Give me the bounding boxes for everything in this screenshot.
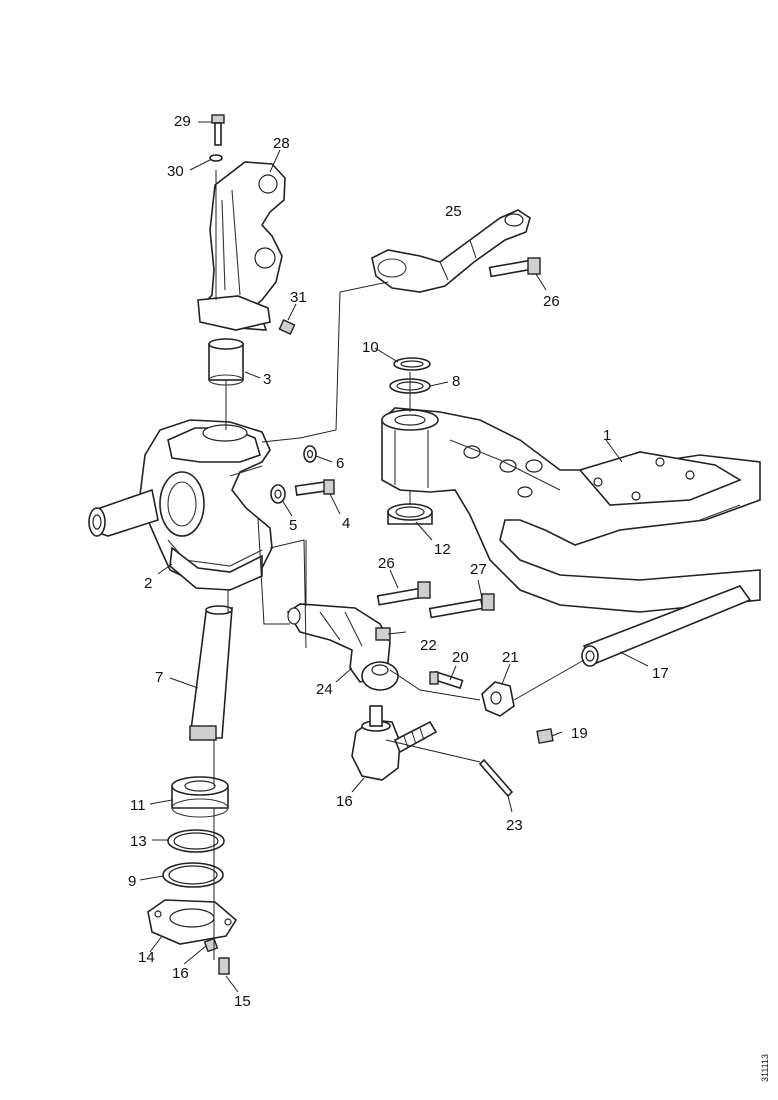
document-reference: 311113	[760, 1054, 770, 1082]
tie-rod-end-18	[351, 705, 438, 781]
callout-27: 27	[470, 561, 487, 578]
front-axle-beam	[381, 407, 761, 613]
track-arm-25	[371, 209, 531, 293]
callout-23: 23	[506, 817, 523, 834]
callout-20: 20	[452, 649, 469, 666]
steering-arm	[197, 161, 286, 331]
callout-1: 1	[603, 427, 611, 444]
grease-nipple-22	[375, 627, 391, 641]
callout-29: 29	[174, 113, 191, 130]
bolt-26-lower	[376, 581, 431, 606]
bolt-29	[211, 114, 225, 146]
callout-26-upper: 26	[543, 293, 560, 310]
screw-15	[218, 957, 230, 975]
shim-ring-13	[167, 829, 225, 853]
assembly-axes	[213, 170, 585, 960]
callout-16: 16	[172, 965, 189, 982]
king-pin-7	[189, 605, 233, 741]
callout-2: 2	[144, 575, 152, 592]
callout-19: 19	[571, 725, 588, 742]
washer-5	[270, 484, 286, 504]
callout-31: 31	[290, 289, 307, 306]
cotter-pin-23	[478, 758, 514, 798]
grease-nipple-16-lower	[203, 937, 219, 953]
nut-31	[278, 319, 296, 335]
callout-5: 5	[289, 517, 297, 534]
washer-30	[209, 154, 223, 162]
bolt-27	[428, 593, 495, 619]
clamp-21	[481, 681, 515, 717]
seal-ring-9	[162, 862, 224, 888]
callout-25: 25	[445, 203, 462, 220]
callout-14: 14	[138, 949, 155, 966]
callout-7: 7	[155, 669, 163, 686]
callout-labels: 29 30 28 31 3 25 26 10 8 1 6 5 4 12 2 26…	[128, 113, 669, 1010]
callout-15: 15	[234, 993, 251, 1010]
callout-22: 22	[420, 637, 437, 654]
callout-28: 28	[273, 135, 290, 152]
bolt-26-upper	[488, 257, 541, 278]
thrust-bearing-11	[171, 776, 229, 818]
callout-18: 16	[336, 793, 353, 810]
leader-lines	[139, 121, 649, 993]
steering-knuckle	[88, 419, 273, 591]
callout-9: 9	[128, 873, 136, 890]
callout-24: 24	[316, 681, 333, 698]
callout-13: 13	[130, 833, 147, 850]
callout-12: 12	[434, 541, 451, 558]
callout-21: 21	[502, 649, 519, 666]
callout-10: 10	[362, 339, 379, 356]
callout-6: 6	[336, 455, 344, 472]
nut-6	[303, 445, 317, 463]
callout-17: 17	[652, 665, 669, 682]
bushing-3	[208, 338, 244, 386]
callout-30: 30	[167, 163, 184, 180]
callout-26-lower: 26	[378, 555, 395, 572]
bolt-20	[429, 670, 464, 690]
bolt-4	[294, 479, 335, 496]
tie-rod-17	[581, 585, 752, 667]
seal-10	[393, 357, 431, 371]
callout-11: 11	[130, 797, 146, 814]
steering-lever-24	[286, 603, 399, 691]
bearing-12	[387, 503, 433, 525]
callout-4: 4	[342, 515, 350, 532]
callout-3: 3	[263, 371, 271, 388]
callout-8: 8	[452, 373, 460, 390]
nut-19	[536, 728, 554, 744]
